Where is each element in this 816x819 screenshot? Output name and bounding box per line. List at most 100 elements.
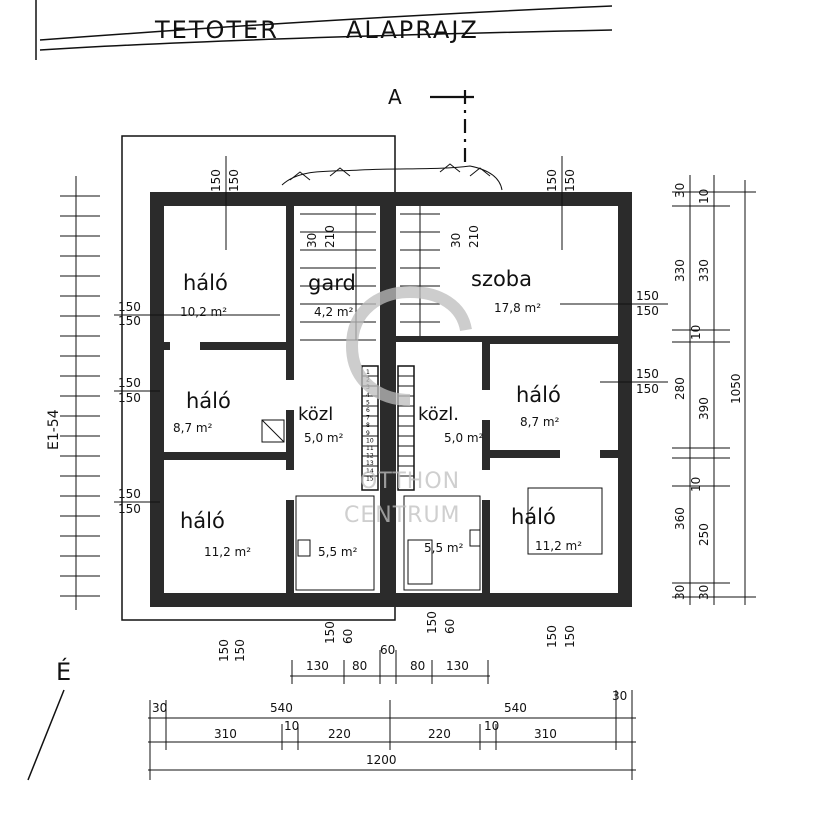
svg-text:330: 330 (673, 259, 687, 282)
door-gap (286, 380, 294, 410)
door-gap (170, 342, 200, 350)
room-name-2: gard (308, 271, 356, 295)
door-gap (286, 470, 294, 500)
room-area-4: 8,7 m² (173, 421, 213, 435)
wall-right (618, 192, 632, 607)
wall-left (150, 192, 164, 607)
svg-text:80: 80 (410, 659, 425, 673)
stair-step-number: 5 (366, 399, 370, 406)
watermark-line1: OTTHON (360, 469, 460, 494)
room-area-11: 11,2 m² (535, 539, 582, 553)
stair-step-number: 8 (366, 422, 370, 429)
svg-text:150: 150 (563, 625, 577, 648)
room-name-7: háló (516, 383, 561, 407)
side-code: E1-54 (46, 409, 62, 450)
svg-text:30: 30 (152, 701, 167, 715)
dims-right-inner: 150 150 150 150 (560, 289, 668, 396)
svg-text:150: 150 (227, 169, 241, 192)
svg-text:540: 540 (270, 701, 293, 715)
right-hatch (400, 206, 440, 336)
door-gap (482, 470, 490, 500)
svg-text:30: 30 (673, 183, 687, 198)
stair-right (397, 365, 415, 491)
room-name-1: háló (183, 271, 228, 295)
svg-text:150: 150 (118, 502, 141, 516)
room-area-8: 11,2 m² (204, 545, 251, 559)
svg-text:150: 150 (118, 487, 141, 501)
svg-text:220: 220 (328, 727, 351, 741)
cabinet-diagonal (261, 419, 285, 443)
bed-rect (527, 487, 603, 555)
room-area-5: 5,0 m² (304, 431, 344, 445)
room-name-4: háló (186, 389, 231, 413)
svg-text:30: 30 (673, 585, 687, 600)
left-railing (60, 176, 100, 610)
svg-text:220: 220 (428, 727, 451, 741)
room-name-3: szoba (471, 267, 532, 291)
svg-text:210: 210 (323, 225, 337, 248)
wall-inner-r2 (488, 450, 618, 458)
svg-text:150: 150 (323, 621, 337, 644)
watermark: OTTHON CENTRUM (344, 285, 472, 528)
roof-marks (289, 163, 491, 181)
svg-text:150: 150 (118, 376, 141, 390)
svg-text:30: 30 (449, 233, 463, 248)
stair-step-number: 9 (366, 430, 370, 437)
north-arrow (27, 689, 65, 781)
dims-left: 150 150 150 150 150 150 (114, 300, 280, 516)
svg-text:150: 150 (563, 169, 577, 192)
svg-text:60: 60 (380, 643, 395, 657)
svg-text:330: 330 (697, 259, 711, 282)
svg-text:150: 150 (636, 382, 659, 396)
svg-text:210: 210 (467, 225, 481, 248)
wall-inner-l1 (164, 342, 288, 350)
room-name-6: közl. (418, 404, 459, 425)
dims-right: 30 10 330 330 10 280 390 1050 10 360 250… (672, 175, 756, 605)
svg-text:150: 150 (118, 300, 141, 314)
room-area-6: 5,0 m² (444, 431, 484, 445)
svg-text:10: 10 (484, 719, 499, 733)
svg-text:150: 150 (118, 391, 141, 405)
wall-inner-rv (482, 336, 490, 593)
svg-text:150: 150 (209, 169, 223, 192)
wc-left (297, 539, 311, 557)
svg-text:10: 10 (689, 325, 703, 340)
svg-text:1050: 1050 (729, 373, 743, 404)
room-area-2: 4,2 m² (314, 305, 354, 319)
svg-text:10: 10 (689, 477, 703, 492)
svg-text:150: 150 (545, 625, 559, 648)
stair-step-number: 15 (366, 475, 374, 482)
svg-text:150: 150 (545, 169, 559, 192)
stair-step-number: 13 (366, 460, 374, 467)
cabinet-square (261, 419, 285, 443)
stair-step-number: 7 (366, 415, 370, 422)
stair-step-number: 12 (366, 453, 374, 460)
svg-text:310: 310 (214, 727, 237, 741)
svg-text:150: 150 (217, 639, 231, 662)
watermark-line2: CENTRUM (344, 503, 461, 528)
wc-right (469, 529, 481, 547)
svg-text:80: 80 (352, 659, 367, 673)
dims-top: 150 150 30 210 30 210 150 150 (209, 156, 577, 250)
stair-step-number: 14 (366, 468, 374, 475)
svg-text:60: 60 (443, 619, 457, 634)
room-name-5: közl (298, 404, 333, 425)
stair-step-number: 4 (366, 392, 370, 399)
section-label: A (388, 85, 402, 109)
svg-text:30: 30 (612, 689, 627, 703)
title-left: TETOTER (154, 16, 279, 44)
svg-text:10: 10 (284, 719, 299, 733)
room-area-1: 10,2 m² (180, 305, 227, 319)
svg-text:1200: 1200 (366, 753, 397, 767)
svg-text:390: 390 (697, 397, 711, 420)
room-name-11: háló (511, 505, 556, 529)
stair-step-number: 10 (366, 437, 374, 444)
svg-text:130: 130 (306, 659, 329, 673)
top-border-line-2 (39, 5, 613, 41)
wall-inner-rc (396, 336, 488, 342)
svg-text:150: 150 (636, 367, 659, 381)
wall-inner-r1 (488, 336, 618, 344)
svg-text:150: 150 (636, 289, 659, 303)
